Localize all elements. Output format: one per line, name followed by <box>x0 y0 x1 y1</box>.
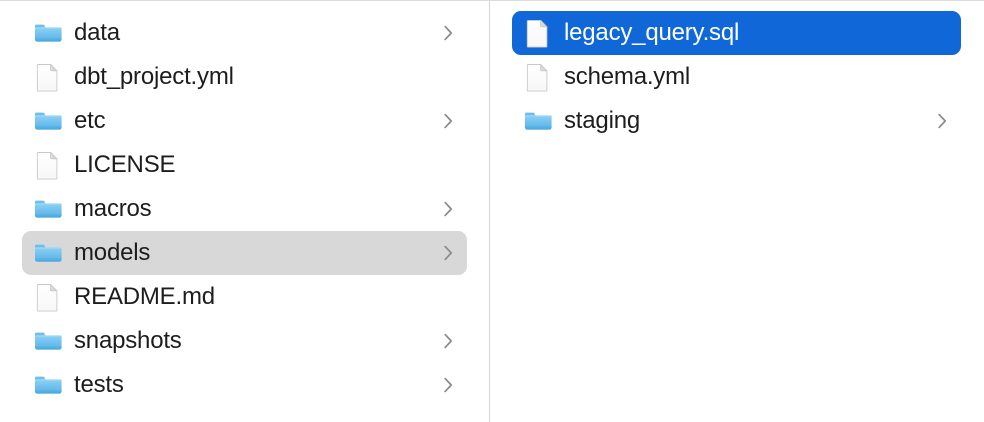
row-label: snapshots <box>74 327 182 354</box>
row-label: dbt_project.yml <box>74 63 234 90</box>
row-label: LICENSE <box>74 151 176 178</box>
folder-row[interactable]: staging <box>512 99 961 143</box>
row-label: etc <box>74 107 106 134</box>
file-row[interactable]: LICENSE <box>22 143 467 187</box>
finder-column-child[interactable]: legacy_query.sql schema.yml <box>490 1 983 422</box>
row-label: models <box>74 239 151 266</box>
document-icon <box>32 282 63 313</box>
row-label: README.md <box>74 283 215 310</box>
folder-row[interactable]: snapshots <box>22 319 467 363</box>
folder-icon <box>32 18 63 49</box>
folder-icon <box>32 238 63 269</box>
folder-icon <box>32 370 63 401</box>
folder-row[interactable]: macros <box>22 187 467 231</box>
folder-row[interactable]: models <box>22 231 467 275</box>
file-row[interactable]: README.md <box>22 275 467 319</box>
folder-row[interactable]: data <box>22 11 467 55</box>
document-icon <box>522 18 553 49</box>
file-row[interactable]: schema.yml <box>512 55 961 99</box>
row-label: tests <box>74 371 124 398</box>
row-label: schema.yml <box>564 63 691 90</box>
row-label: macros <box>74 195 152 222</box>
folder-icon <box>522 106 553 137</box>
folder-icon <box>32 194 63 225</box>
chevron-right-icon[interactable] <box>442 199 455 219</box>
file-row[interactable]: legacy_query.sql <box>512 11 961 55</box>
document-icon <box>32 150 63 181</box>
row-label: legacy_query.sql <box>564 19 740 46</box>
chevron-right-icon[interactable] <box>442 111 455 131</box>
row-label: data <box>74 19 120 46</box>
chevron-right-icon[interactable] <box>442 243 455 263</box>
chevron-right-icon[interactable] <box>936 111 949 131</box>
file-row[interactable]: dbt_project.yml <box>22 55 467 99</box>
folder-row[interactable]: tests <box>22 363 467 407</box>
chevron-right-icon[interactable] <box>442 375 455 395</box>
document-icon <box>32 62 63 93</box>
finder-column-parent[interactable]: data dbt_project.yml <box>0 1 490 422</box>
folder-icon <box>32 106 63 137</box>
chevron-right-icon[interactable] <box>442 331 455 351</box>
folder-icon <box>32 326 63 357</box>
document-icon <box>522 62 553 93</box>
folder-row[interactable]: etc <box>22 99 467 143</box>
chevron-right-icon[interactable] <box>442 23 455 43</box>
row-label: staging <box>564 107 640 134</box>
